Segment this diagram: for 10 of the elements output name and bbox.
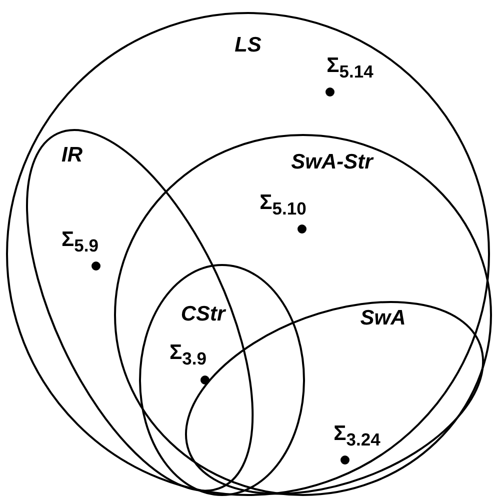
point-label: Σ$_{5.14}$ (326, 55, 374, 81)
point-label: Σ$_{3.24}$ (334, 423, 380, 449)
set-label: CStr (180, 304, 226, 324)
set-label: IR (61, 144, 82, 166)
set-label: LS (234, 34, 262, 56)
point-label: Σ$_{3.9}$ (170, 342, 206, 368)
set-label: SwA-Str (291, 152, 373, 172)
set-label: SwA (360, 307, 406, 328)
point-label: Σ$_{5.9}$ (62, 229, 98, 255)
point-label: Σ$_{5.10}$ (260, 192, 306, 218)
